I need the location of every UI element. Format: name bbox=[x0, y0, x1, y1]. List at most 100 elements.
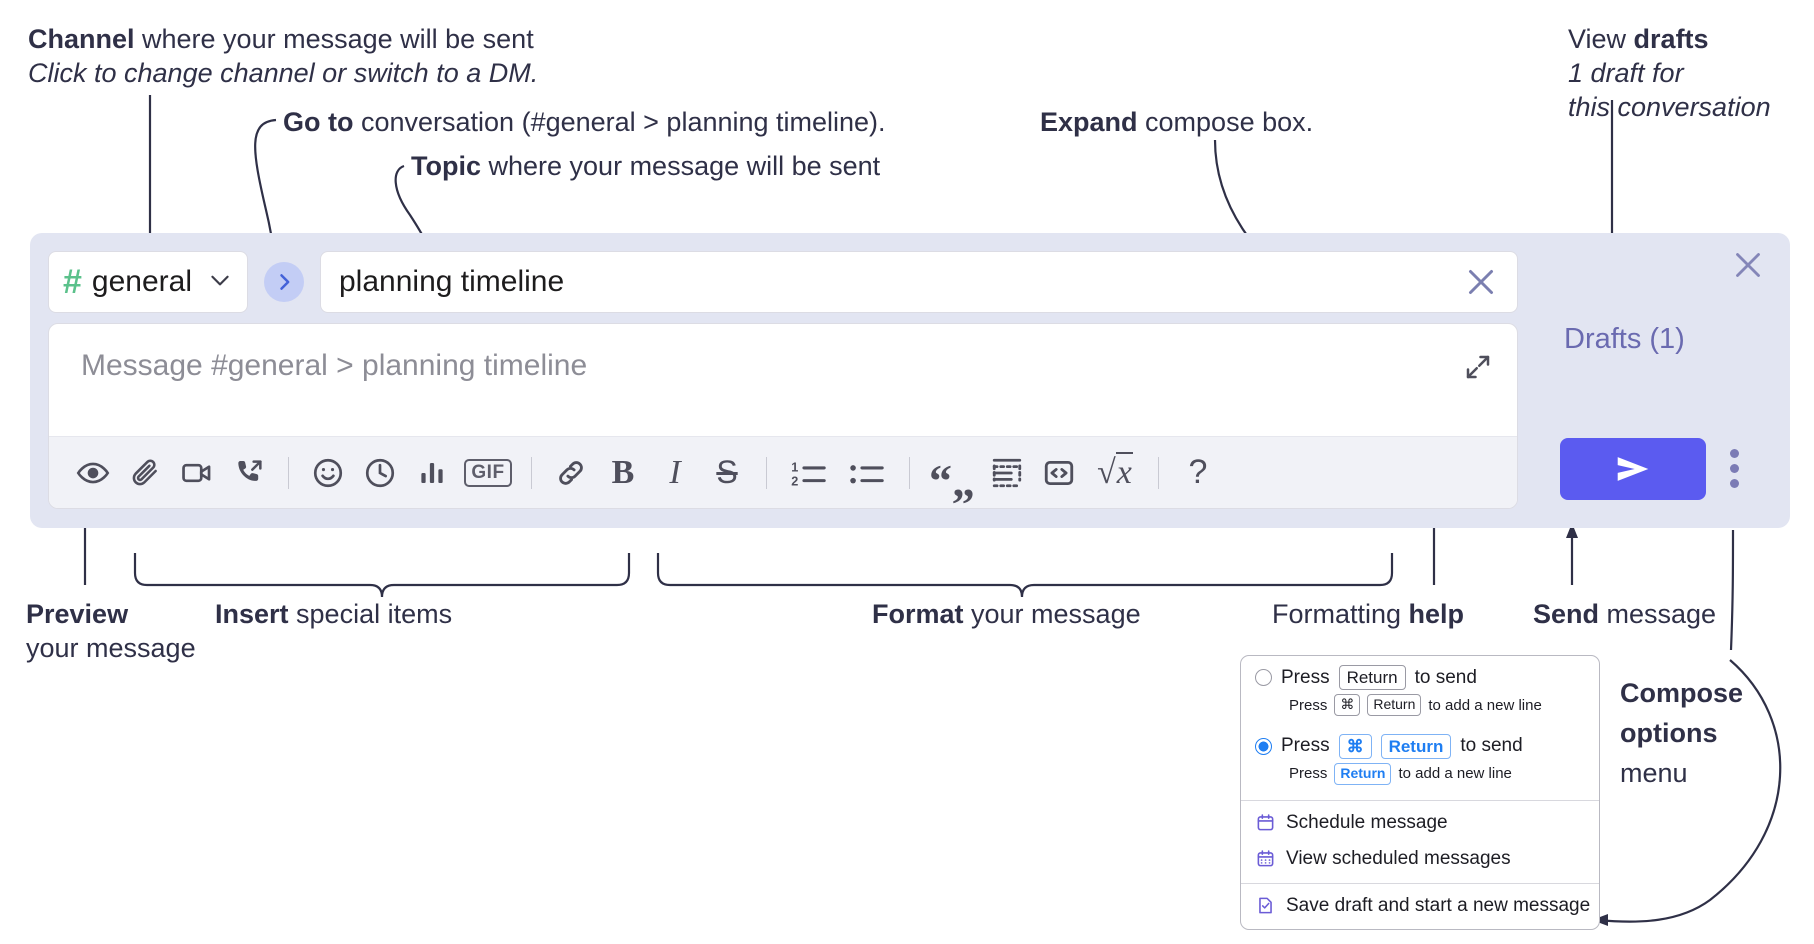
annotation-drafts-italic1: 1 draft for bbox=[1568, 58, 1684, 88]
annotation-drafts-bold: drafts bbox=[1633, 24, 1709, 54]
go-to-conversation-button[interactable] bbox=[264, 262, 304, 302]
message-input-area[interactable]: Message #general > planning timeline bbox=[48, 323, 1518, 509]
annotation-expand: Expand compose box. bbox=[1040, 105, 1313, 139]
annotation-compose-options-bold2: options bbox=[1620, 718, 1718, 748]
help-label: ? bbox=[1188, 453, 1208, 491]
math-icon[interactable]: √x bbox=[1085, 447, 1145, 499]
ordered-list-icon[interactable]: 1 2 bbox=[780, 447, 838, 499]
strikethrough-label: S bbox=[716, 454, 738, 490]
annotation-help-bold: help bbox=[1408, 599, 1465, 629]
audio-call-icon[interactable] bbox=[223, 447, 275, 499]
clear-topic-icon[interactable] bbox=[1463, 264, 1499, 300]
key-return: Return bbox=[1380, 733, 1452, 759]
annotation-send-bold: Send bbox=[1533, 599, 1600, 629]
emoji-icon[interactable] bbox=[302, 447, 354, 499]
close-icon bbox=[1736, 253, 1760, 277]
preview-icon[interactable] bbox=[67, 447, 119, 499]
code-block-icon[interactable] bbox=[981, 447, 1033, 499]
inline-code-icon[interactable] bbox=[1033, 447, 1085, 499]
annotation-expand-bold: Expand bbox=[1040, 107, 1138, 137]
key-return: Return bbox=[1367, 694, 1422, 716]
send-icon bbox=[1617, 457, 1649, 481]
radio-return[interactable] bbox=[1255, 669, 1272, 687]
blockquote-icon[interactable]: “„ bbox=[929, 454, 975, 506]
send-button[interactable] bbox=[1560, 438, 1706, 500]
strikethrough-icon[interactable]: S bbox=[701, 447, 753, 499]
annotation-insert: Insert special items bbox=[215, 597, 452, 631]
annotation-expand-rest: compose box. bbox=[1137, 107, 1314, 137]
hash-icon: # bbox=[63, 263, 82, 301]
send-option-return[interactable]: Press Return to send bbox=[1241, 656, 1599, 692]
italic-icon[interactable]: I bbox=[649, 447, 701, 499]
annotation-goto-rest: conversation (#general > planning timeli… bbox=[353, 107, 886, 137]
topic-value: planning timeline bbox=[339, 265, 565, 298]
toolbar-separator bbox=[1158, 456, 1159, 489]
link-icon[interactable] bbox=[545, 447, 597, 499]
expand-compose-button[interactable] bbox=[1463, 352, 1493, 387]
annotation-channel-italic: Click to change channel or switch to a D… bbox=[28, 58, 539, 88]
annotation-channel-bold: Channel bbox=[28, 24, 135, 54]
annotation-compose-options: Compose options menu bbox=[1620, 673, 1743, 793]
attachment-icon[interactable] bbox=[119, 447, 171, 499]
bulleted-list-icon[interactable] bbox=[838, 447, 896, 499]
menu-item-label: Save draft and start a new message bbox=[1286, 894, 1591, 916]
option1-sub-prefix: Press bbox=[1289, 696, 1328, 714]
calendar-list-icon bbox=[1255, 849, 1275, 869]
expand-icon bbox=[1466, 355, 1490, 379]
formatting-toolbar: GIF B I S 1 bbox=[49, 436, 1517, 508]
close-icon bbox=[1469, 270, 1493, 294]
menu-item-schedule-message[interactable]: Schedule message bbox=[1241, 801, 1599, 841]
calendar-schedule-icon bbox=[1255, 813, 1275, 833]
annotation-goto-bold: Go to bbox=[283, 107, 354, 137]
annotation-compose-options-rest: menu bbox=[1620, 758, 1688, 788]
annotation-drafts: View drafts 1 draft for this conversatio… bbox=[1568, 22, 1771, 124]
gif-icon[interactable]: GIF bbox=[458, 447, 518, 499]
drafts-link[interactable]: Drafts (1) bbox=[1564, 323, 1685, 355]
clock-icon[interactable] bbox=[354, 447, 406, 499]
menu-item-save-draft[interactable]: Save draft and start a new message bbox=[1241, 884, 1599, 929]
help-icon[interactable]: ? bbox=[1172, 447, 1224, 499]
compose-inner: # general planning timeline Message #gen… bbox=[48, 251, 1518, 509]
option1-suffix: to send bbox=[1414, 666, 1477, 688]
compose-right-rail: Drafts (1) bbox=[1540, 233, 1790, 528]
poll-icon[interactable] bbox=[406, 447, 458, 499]
option2-sub-prefix: Press bbox=[1289, 765, 1328, 783]
annotation-preview: Preview your message bbox=[26, 597, 196, 665]
toolbar-separator bbox=[766, 456, 767, 489]
key-command: ⌘ bbox=[1338, 733, 1372, 759]
compose-options-menu: Press Return to send Press ⌘ Return to a… bbox=[1240, 655, 1600, 930]
message-placeholder: Message #general > planning timeline bbox=[81, 349, 588, 382]
send-option-cmd-return-sub: Press Return to add a new line bbox=[1241, 761, 1599, 794]
video-icon[interactable] bbox=[171, 447, 223, 499]
compose-header-row: # general planning timeline bbox=[48, 251, 1518, 313]
key-command: ⌘ bbox=[1334, 694, 1361, 716]
radio-cmd-return[interactable] bbox=[1255, 737, 1272, 755]
annotation-send-rest: message bbox=[1599, 599, 1717, 629]
channel-name: general bbox=[91, 265, 192, 298]
channel-selector[interactable]: # general bbox=[48, 251, 248, 313]
annotation-insert-rest: special items bbox=[288, 599, 453, 629]
send-option-cmd-return[interactable]: Press ⌘ Return to send bbox=[1241, 725, 1599, 761]
close-compose-button[interactable] bbox=[1730, 247, 1766, 288]
kebab-dot bbox=[1730, 449, 1739, 458]
annotation-format-rest: your message bbox=[963, 599, 1141, 629]
annotation-preview-bold: Preview bbox=[26, 599, 129, 629]
annotation-channel-rest: where your message will be sent bbox=[134, 24, 534, 54]
option1-prefix: Press bbox=[1281, 666, 1330, 688]
toolbar-separator bbox=[531, 456, 532, 489]
bold-icon[interactable]: B bbox=[597, 447, 649, 499]
annotation-help-lead: Formatting bbox=[1272, 599, 1409, 629]
key-return: Return bbox=[1338, 665, 1406, 691]
send-option-return-sub: Press ⌘ Return to add a new line bbox=[1241, 692, 1599, 725]
save-draft-icon bbox=[1255, 896, 1275, 916]
option1-sub-suffix: to add a new line bbox=[1428, 696, 1542, 714]
topic-input[interactable]: planning timeline bbox=[320, 251, 1518, 313]
annotation-topic-bold: Topic bbox=[411, 151, 481, 181]
menu-item-view-scheduled[interactable]: View scheduled messages bbox=[1241, 841, 1599, 877]
toolbar-separator bbox=[909, 456, 910, 489]
option2-suffix: to send bbox=[1460, 735, 1523, 757]
annotation-insert-bold: Insert bbox=[215, 599, 289, 629]
key-return: Return bbox=[1334, 763, 1392, 785]
gif-label: GIF bbox=[464, 458, 512, 487]
compose-options-button[interactable] bbox=[1730, 449, 1739, 488]
